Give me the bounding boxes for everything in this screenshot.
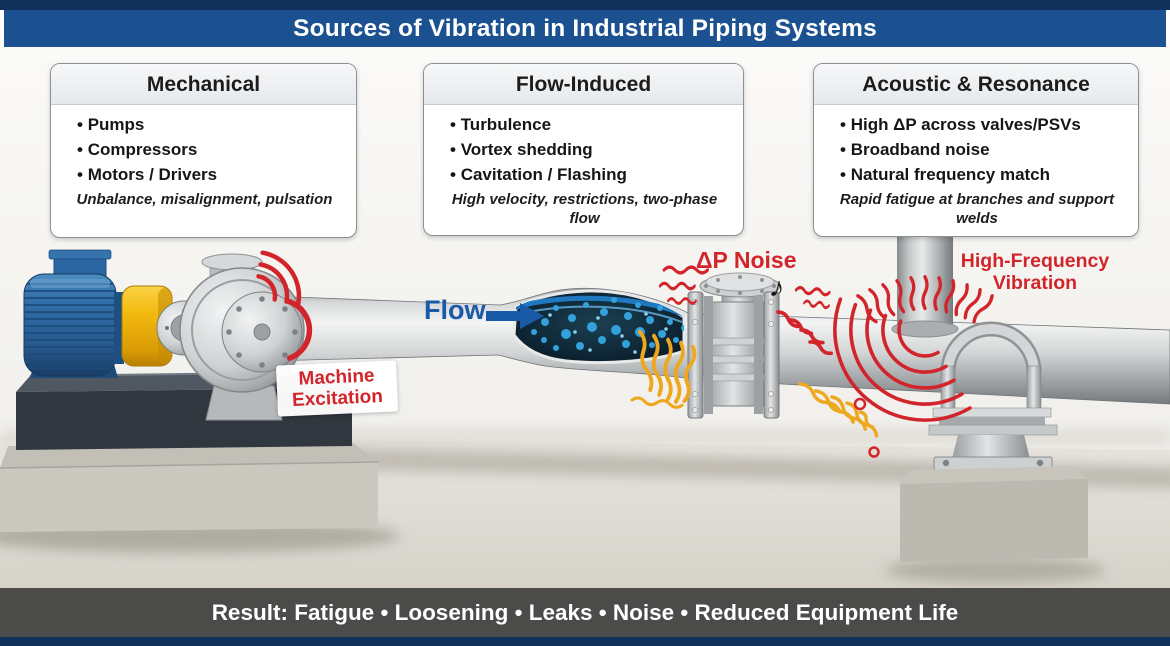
- card-body: Pumps Compressors Motors / Drivers Unbal…: [51, 105, 356, 210]
- card-title: Mechanical: [51, 64, 356, 105]
- label-line: Excitation: [291, 386, 384, 412]
- card-note: High velocity, restrictions, two-phase f…: [451, 191, 718, 228]
- label-line: High-Frequency: [960, 250, 1110, 272]
- card-body: High ΔP across valves/PSVs Broadband noi…: [814, 105, 1138, 229]
- machine-excitation-label: Machine Excitation: [275, 360, 399, 417]
- card-note: Rapid fatigue at branches and support we…: [839, 191, 1115, 228]
- pipe-support: [900, 321, 1088, 562]
- card-title: Acoustic & Resonance: [814, 64, 1138, 105]
- list-item: Cavitation / Flashing: [438, 162, 731, 187]
- page-title: Sources of Vibration in Industrial Pipin…: [4, 10, 1166, 47]
- dp-noise-label: ΔP Noise: [696, 247, 797, 273]
- cavitation-bubbles: [531, 297, 684, 354]
- pump-unit: [23, 249, 305, 421]
- pipe-cutaway: [512, 289, 686, 365]
- list-item: Vortex shedding: [438, 137, 731, 162]
- list-item: Compressors: [65, 137, 344, 162]
- pump-vibration-waves: [256, 250, 313, 361]
- card-mechanical: Mechanical Pumps Compressors Motors / Dr…: [50, 63, 357, 238]
- valve: [687, 272, 781, 419]
- list-item: Broadband noise: [828, 137, 1126, 162]
- flow-arrow-icon: [486, 303, 544, 329]
- list-item: Motors / Drivers: [65, 162, 344, 187]
- label-line: Vibration: [992, 271, 1078, 294]
- pump-foundation: [0, 442, 379, 532]
- card-note: Unbalance, misalignment, pulsation: [76, 191, 333, 209]
- list-item: Natural frequency match: [828, 162, 1126, 187]
- list-item: High ΔP across valves/PSVs: [828, 112, 1126, 137]
- card-flow-induced: Flow-Induced Turbulence Vortex shedding …: [423, 63, 744, 236]
- card-title: Flow-Induced: [424, 64, 743, 105]
- card-acoustic-resonance: Acoustic & Resonance High ΔP across valv…: [813, 63, 1139, 237]
- result-banner: Result: Fatigue • Loosening • Leaks • No…: [0, 588, 1170, 637]
- card-body: Turbulence Vortex shedding Cavitation / …: [424, 105, 743, 229]
- list-item: Pumps: [65, 112, 344, 137]
- high-frequency-vibration-label: High-Frequency Vibration: [946, 250, 1124, 295]
- branch-vibration-waves: [833, 277, 996, 458]
- flow-label: Flow: [424, 295, 486, 325]
- bottom-frame-strip: [0, 637, 1170, 646]
- list-item: Turbulence: [438, 112, 731, 137]
- top-frame-strip: [0, 0, 1170, 10]
